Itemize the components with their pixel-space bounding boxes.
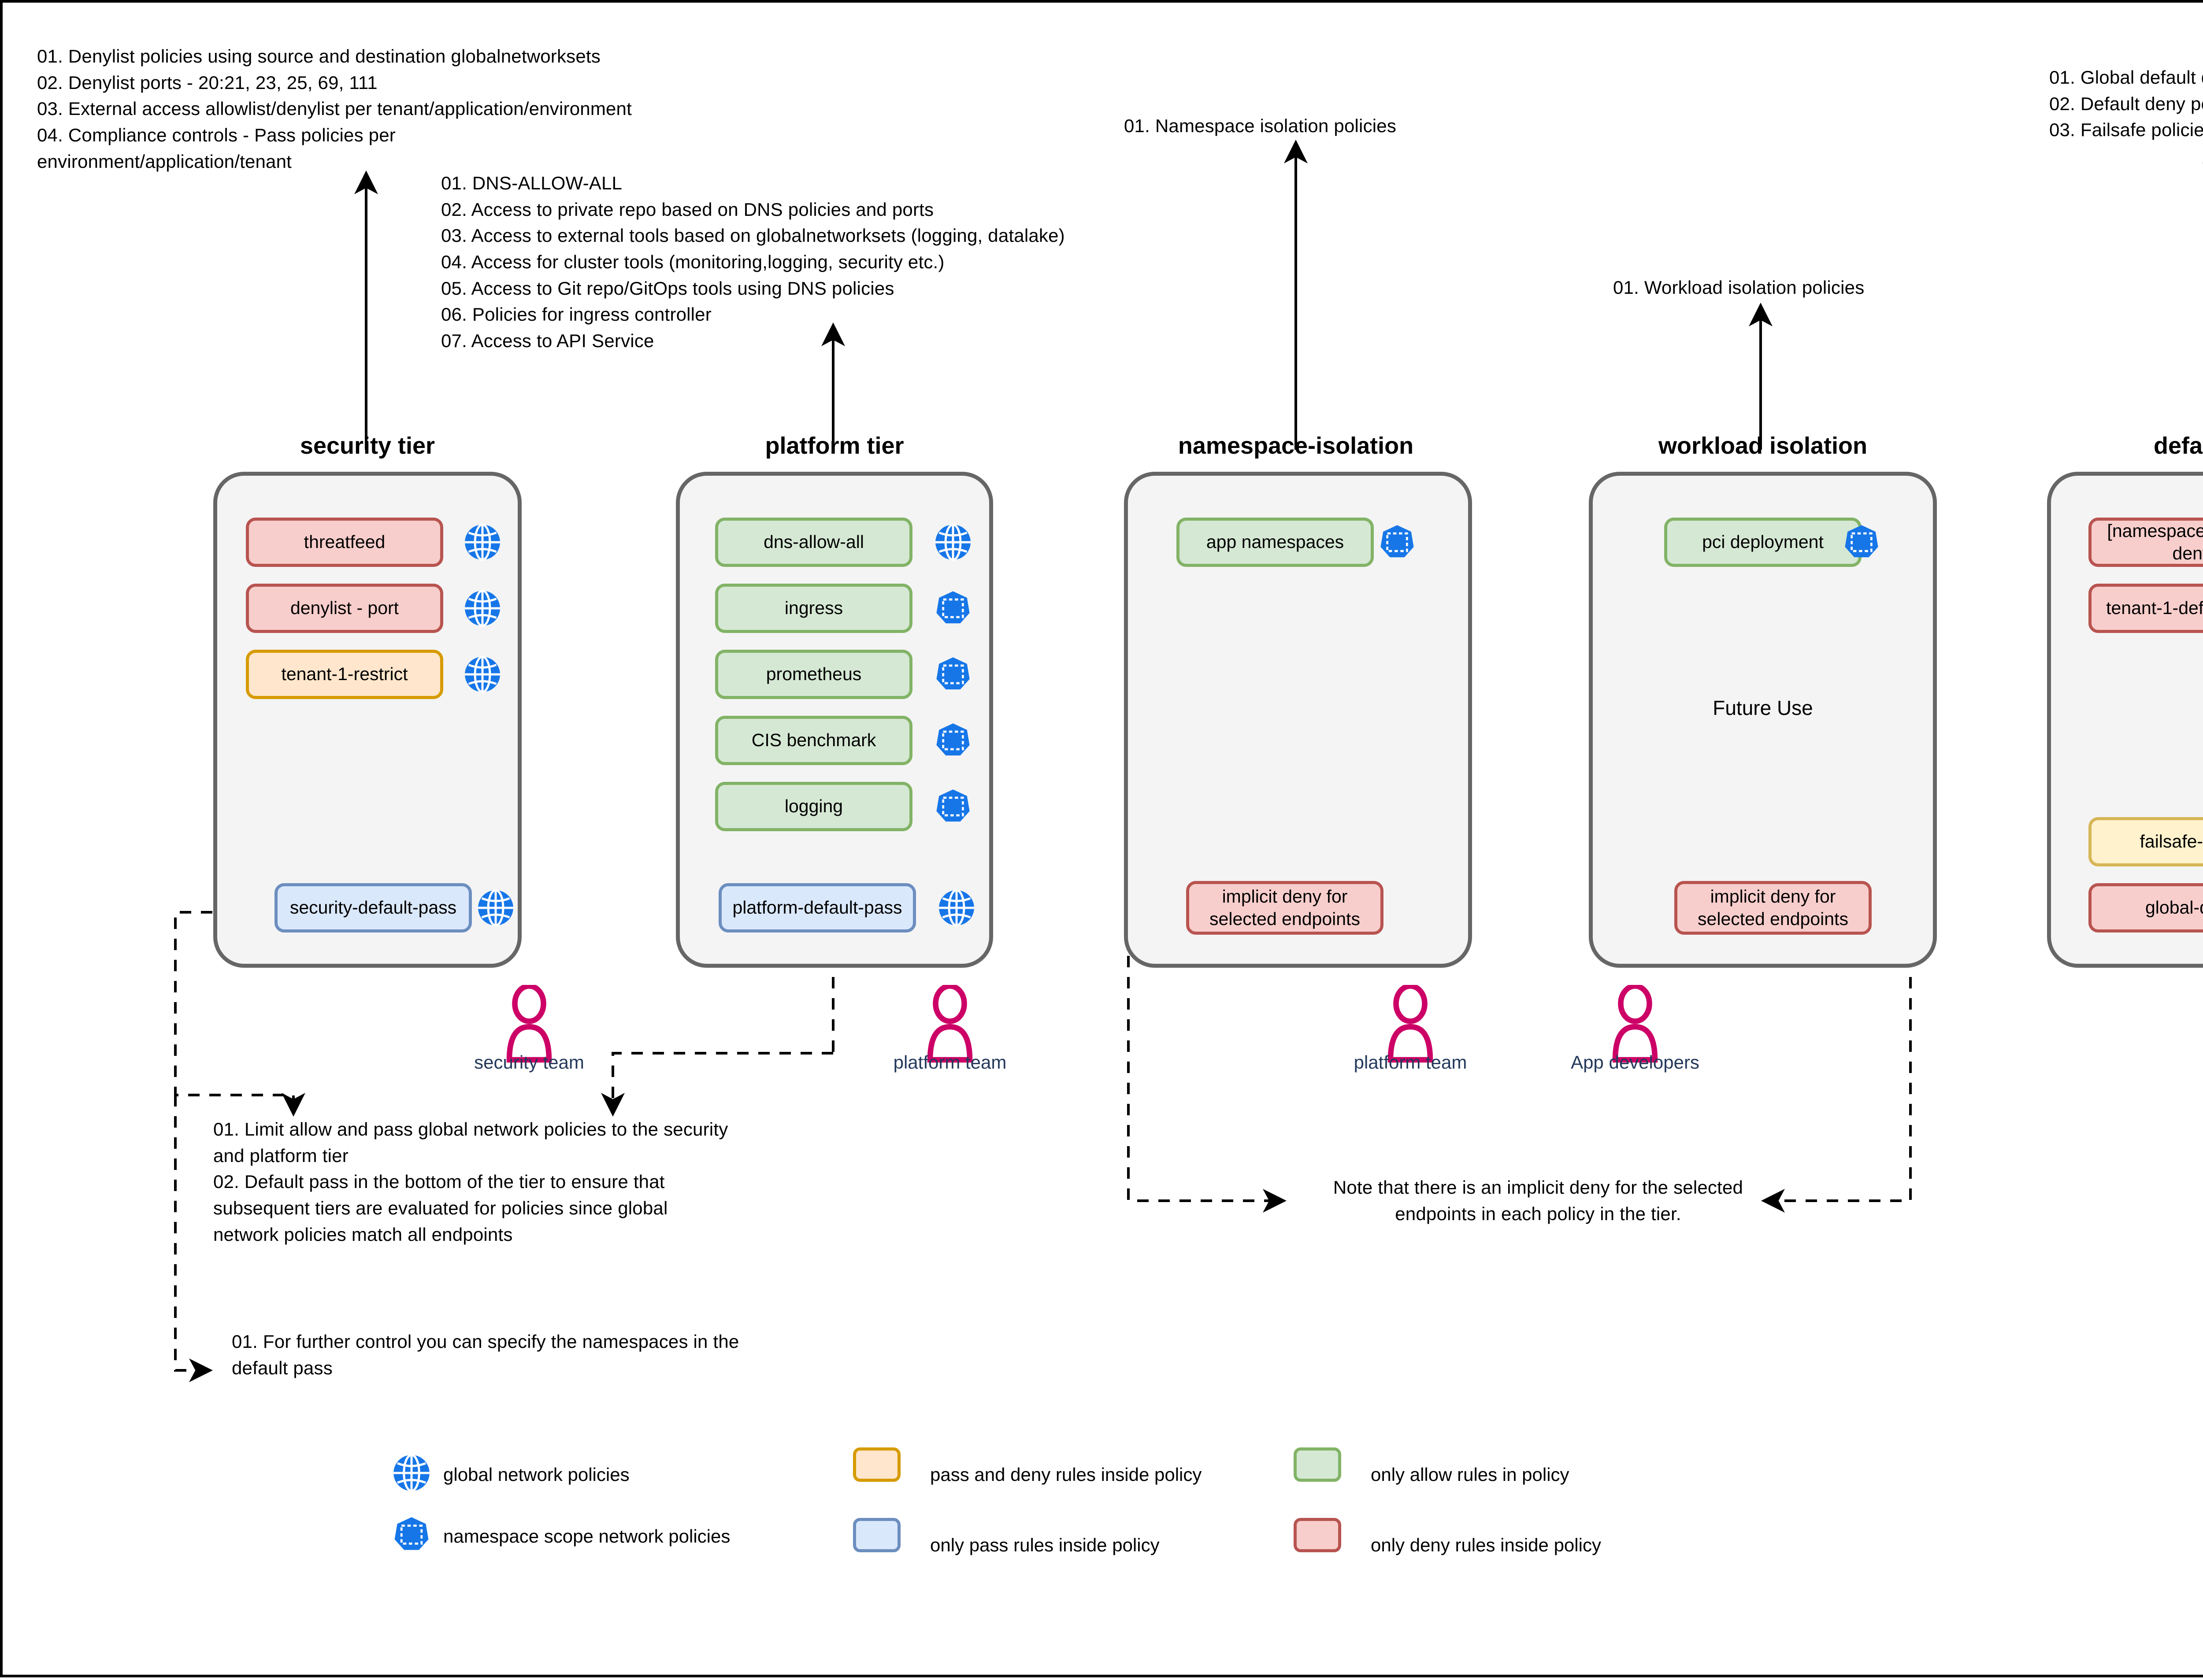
person-icon bbox=[505, 983, 553, 1066]
policy-denylist-port[interactable]: denylist - port bbox=[246, 584, 443, 633]
tier-title-default-text: default tier bbox=[2153, 433, 2203, 459]
global-network-policy-icon bbox=[462, 522, 503, 565]
default-pass-note: 01. For further control you can specify … bbox=[232, 1331, 739, 1378]
legend-label-global-network-policies: global network policies bbox=[443, 1464, 630, 1485]
policy-security-default-pass[interactable]: security-default-pass bbox=[274, 883, 472, 933]
tier-title-workload-isolation-text: workload isolation bbox=[1658, 433, 1868, 459]
global-network-policy-icon bbox=[462, 654, 503, 697]
legend-swatch-only-allow bbox=[1294, 1447, 1341, 1482]
team-label-platform-2: platform team bbox=[1354, 1052, 1467, 1073]
global-network-policy-icon bbox=[475, 887, 516, 931]
policy-pci-deployment[interactable]: pci deployment bbox=[1664, 518, 1862, 567]
tier-container-default[interactable]: [namespace]-default-deny tenant-1-defaul… bbox=[2047, 472, 2203, 968]
security-tier-notes: 01. Denylist policies using source and d… bbox=[37, 46, 632, 172]
global-network-policy-icon bbox=[462, 588, 503, 631]
policy-logging[interactable]: logging bbox=[715, 782, 912, 831]
tier-container-security[interactable]: threatfeed denylist - port tenant-1-rest… bbox=[213, 472, 522, 968]
policy-implicit-deny-namespace[interactable]: implicit deny for selected endpoints bbox=[1186, 881, 1383, 935]
namespace-scope-policy-icon bbox=[390, 1513, 433, 1558]
policy-namespace-default-deny[interactable]: [namespace]-default-deny bbox=[2088, 518, 2203, 567]
namespace-scope-policy-icon bbox=[1841, 522, 1882, 565]
implicit-deny-note: Note that there is an implicit deny for … bbox=[1333, 1177, 1743, 1224]
policy-platform-default-pass[interactable]: platform-default-pass bbox=[719, 883, 916, 933]
tier-title-security-text: security tier bbox=[300, 433, 435, 459]
tier-title-workload-isolation: workload isolation bbox=[1589, 432, 1937, 459]
person-icon bbox=[1386, 983, 1435, 1066]
tier-title-security: security tier bbox=[213, 432, 522, 459]
team-label-platform-1: platform team bbox=[893, 1052, 1007, 1073]
legend-label-only-pass: only pass rules inside policy bbox=[930, 1535, 1160, 1555]
policy-failsafe-allow[interactable]: failsafe-allow bbox=[2088, 817, 2203, 866]
policy-app-namespaces[interactable]: app namespaces bbox=[1176, 518, 1374, 567]
global-network-policy-icon bbox=[936, 887, 977, 931]
person-icon bbox=[1611, 983, 1659, 1066]
tier-container-namespace-isolation[interactable]: app namespaces implicit deny for selecte… bbox=[1124, 472, 1472, 968]
policy-implicit-deny-workload[interactable]: implicit deny for selected endpoints bbox=[1674, 881, 1872, 935]
tier-title-namespace-isolation-text: namespace-isolation bbox=[1178, 433, 1414, 459]
policy-dns-allow-all[interactable]: dns-allow-all bbox=[715, 518, 912, 567]
legend-label-namespace-scope-policies: namespace scope network policies bbox=[443, 1526, 731, 1547]
tier-title-default: default tier bbox=[2047, 432, 2203, 459]
legend-swatch-pass-and-deny bbox=[853, 1447, 901, 1482]
legend-swatch-only-deny bbox=[1294, 1518, 1341, 1552]
tier-title-platform: platform tier bbox=[676, 432, 993, 459]
legend-label-pass-and-deny: pass and deny rules inside policy bbox=[930, 1464, 1202, 1485]
tier-title-namespace-isolation: namespace-isolation bbox=[1117, 432, 1474, 459]
global-network-policy-icon bbox=[932, 522, 974, 565]
tier-container-workload-isolation[interactable]: pci deployment Future Use implicit deny … bbox=[1589, 472, 1937, 968]
policy-ingress[interactable]: ingress bbox=[715, 584, 912, 633]
workload-isolation-notes: 01. Workload isolation policies bbox=[1613, 277, 1865, 298]
policy-global-deny[interactable]: global-deny bbox=[2088, 883, 2203, 933]
team-label-app-developers: App developers bbox=[1571, 1052, 1699, 1073]
legend-label-only-deny: only deny rules inside policy bbox=[1371, 1535, 1601, 1555]
namespace-scope-policy-icon bbox=[932, 588, 974, 631]
namespace-isolation-notes: 01. Namespace isolation policies bbox=[1124, 115, 1397, 136]
policy-tenant-1-restrict[interactable]: tenant-1-restrict bbox=[246, 650, 443, 699]
tier-title-platform-text: platform tier bbox=[765, 433, 904, 459]
policy-cis-benchmark[interactable]: CIS benchmark bbox=[715, 716, 912, 765]
platform-tier-notes: 01. DNS-ALLOW-ALL 02. Access to private … bbox=[441, 173, 1065, 351]
legend-swatch-only-pass bbox=[853, 1518, 901, 1552]
policy-tenant-1-default-deny[interactable]: tenant-1-default-deny bbox=[2088, 584, 2203, 633]
namespace-scope-policy-icon bbox=[1376, 522, 1418, 565]
workload-future-use-label: Future Use bbox=[1713, 696, 1813, 719]
team-label-security-1: security team bbox=[474, 1052, 584, 1073]
legend-label-only-allow: only allow rules in policy bbox=[1371, 1464, 1569, 1485]
global-network-policy-icon bbox=[390, 1452, 433, 1496]
namespace-scope-policy-icon bbox=[932, 786, 974, 829]
tier-container-platform[interactable]: dns-allow-all ingress prometheus CIS ben… bbox=[676, 472, 993, 968]
default-tier-notes: 01. Global default deny 02. Default deny… bbox=[2049, 67, 2203, 141]
person-icon bbox=[926, 983, 974, 1066]
namespace-scope-policy-icon bbox=[932, 720, 974, 763]
policy-threatfeed[interactable]: threatfeed bbox=[246, 518, 443, 567]
namespace-scope-policy-icon bbox=[932, 654, 974, 697]
policy-prometheus[interactable]: prometheus bbox=[715, 650, 912, 699]
security-bottom-notes: 01. Limit allow and pass global network … bbox=[213, 1119, 728, 1245]
